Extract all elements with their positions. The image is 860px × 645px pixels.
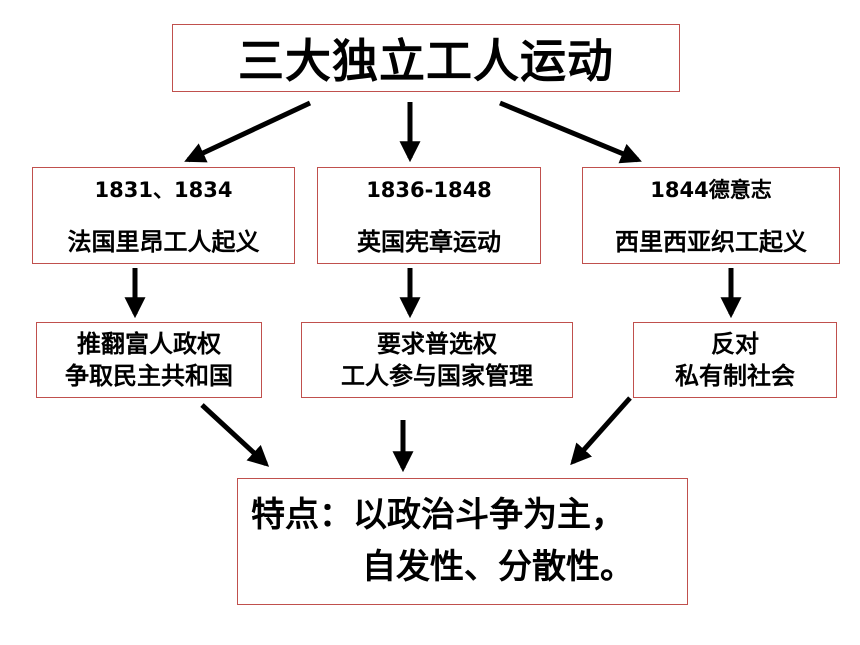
arrow-goal-3-to-feature (570, 396, 632, 466)
event-date: 1844德意志 (650, 177, 772, 202)
event-name: 法国里昂工人起义 (67, 227, 260, 256)
goal-line: 工人参与国家管理 (341, 362, 533, 390)
title-box: 三大独立工人运动 (172, 24, 680, 92)
goal-line: 私有制社会 (675, 362, 795, 390)
arrow-title-to-event-3 (499, 100, 642, 164)
goal-box-chartist: 要求普选权 工人参与国家管理 (301, 322, 573, 398)
goal-line: 反对 (711, 330, 759, 358)
goal-line: 要求普选权 (377, 330, 497, 358)
event-date: 1831、1834 (94, 177, 233, 202)
feature-line-1: 特点：以政治斗争为主， (251, 495, 625, 535)
event-date: 1836-1848 (366, 177, 492, 202)
goal-box-silesian: 反对 私有制社会 (633, 322, 837, 398)
arrow-goal-1-to-feature (200, 403, 270, 467)
event-name: 英国宪章运动 (357, 227, 501, 256)
feature-line-2: 自发性、分散性。 (362, 547, 634, 587)
feature-box: 特点：以政治斗争为主， 自发性、分散性。 (237, 478, 688, 605)
goal-line: 推翻富人政权 (77, 330, 221, 358)
event-box-silesian: 1844德意志 西里西亚织工起义 (582, 167, 840, 264)
event-name: 西里西亚织工起义 (615, 227, 807, 256)
event-box-lyon: 1831、1834 法国里昂工人起义 (32, 167, 295, 264)
arrow-title-to-event-1 (184, 100, 312, 163)
goal-line: 争取民主共和国 (65, 362, 233, 390)
event-box-chartist: 1836-1848 英国宪章运动 (317, 167, 541, 264)
page-title: 三大独立工人运动 (238, 34, 614, 88)
goal-box-lyon: 推翻富人政权 争取民主共和国 (36, 322, 262, 398)
